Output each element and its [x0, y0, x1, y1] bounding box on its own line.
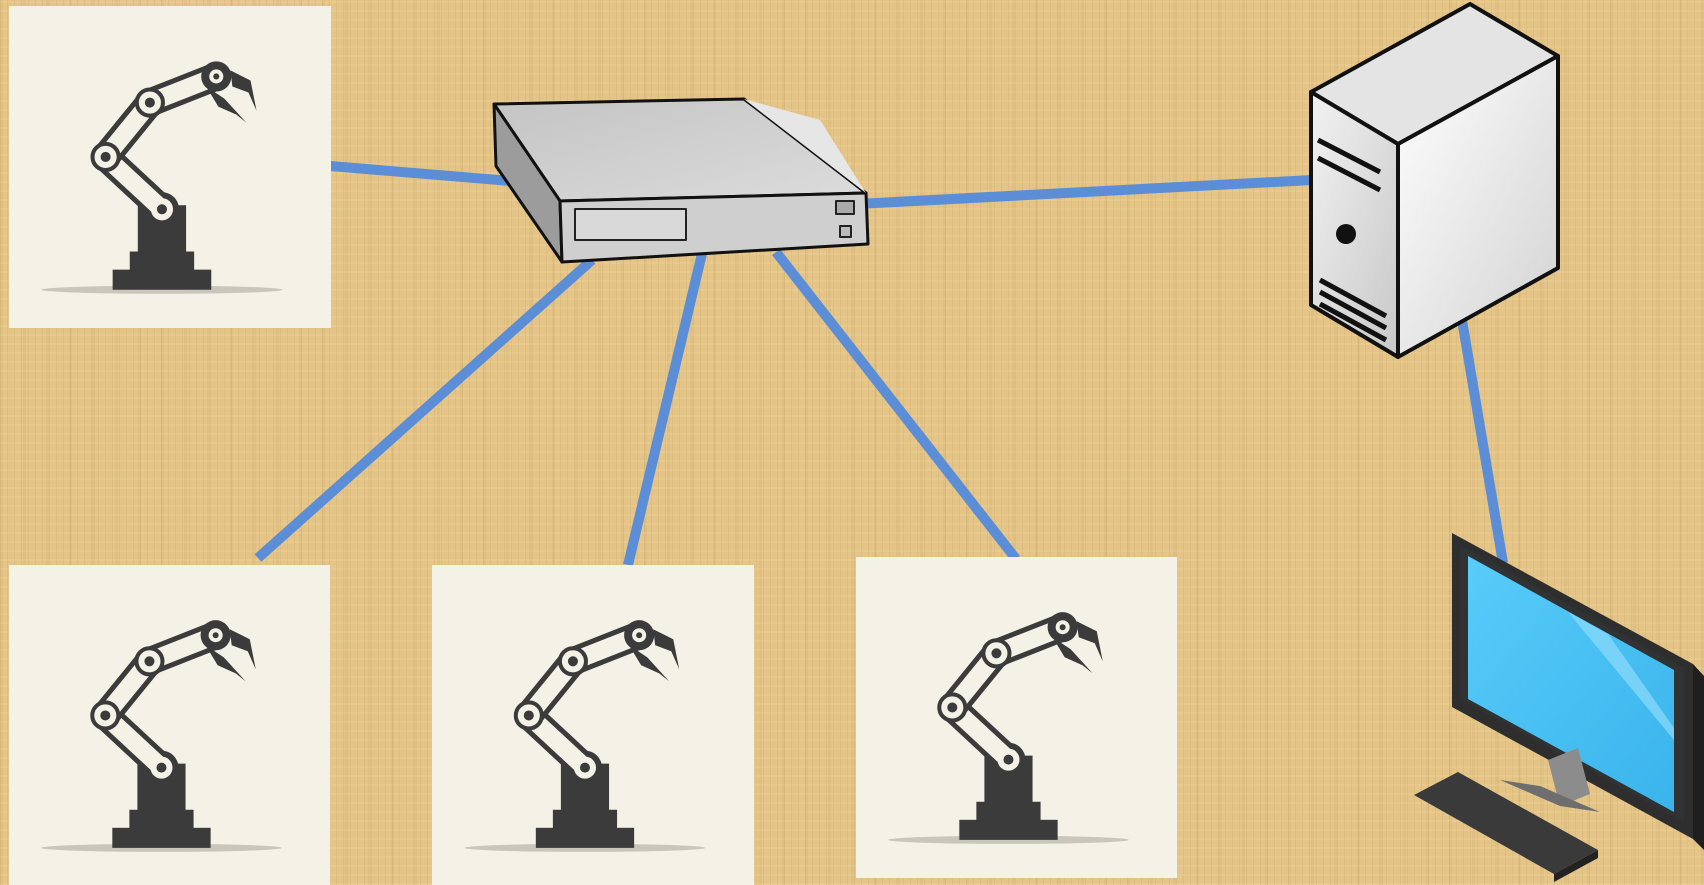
cable-robot-bottom-right-to-switch: [772, 248, 1020, 563]
cable-robot-top-left-to-switch: [329, 161, 524, 187]
network-switch-icon: [492, 97, 870, 264]
robot-arm-tile-bottom-right: [856, 557, 1177, 878]
monitor-icon: [1414, 533, 1704, 882]
cable-server-to-monitor: [1457, 319, 1508, 564]
cable-switch-to-server: [856, 175, 1313, 209]
server-tower-icon: [1309, 2, 1560, 359]
robot-arm-tile-bottom-middle: [432, 565, 754, 885]
connection-lines: [254, 161, 1508, 567]
robot-arm-tile-top-left: [9, 6, 331, 328]
cable-robot-bottom-middle-to-switch: [623, 239, 710, 567]
cable-robot-bottom-left-to-switch: [254, 256, 596, 562]
robot-arm-tile-bottom-left: [9, 565, 330, 885]
